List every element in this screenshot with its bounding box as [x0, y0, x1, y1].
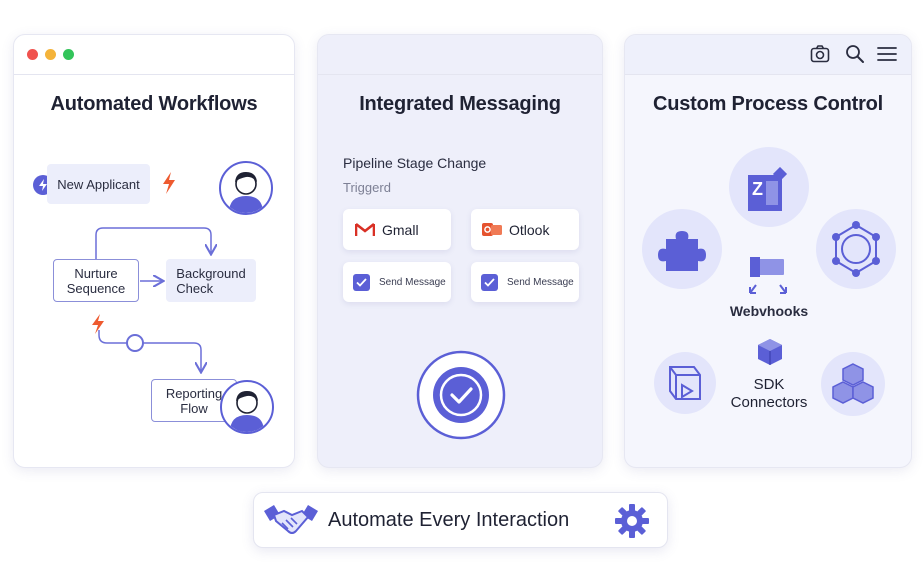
webhooks-label: Webvhooks — [729, 303, 809, 319]
workflows-panel: Automated Workflows New Applicant — [13, 34, 295, 468]
sdk-connectors-label: SDK Connectors — [730, 376, 808, 411]
messaging-panel: Integrated Messaging Pipeline Stage Chan… — [317, 34, 603, 468]
maximize-window-dot[interactable] — [63, 49, 74, 60]
z-letter: Z — [752, 179, 763, 199]
panel-title: Integrated Messaging — [359, 93, 561, 115]
window-titlebar — [625, 35, 911, 75]
menu-icon[interactable] — [877, 45, 897, 68]
trigger-status: Triggerd — [343, 180, 391, 195]
applicant-avatar — [219, 161, 273, 215]
window-titlebar — [318, 35, 602, 75]
outlook-icon — [482, 221, 502, 238]
process-control-panel: Custom Process Control Z — [624, 34, 912, 468]
box-arrow-icon — [664, 361, 706, 410]
network-integration[interactable] — [816, 209, 896, 289]
zapier-integration[interactable]: Z — [729, 147, 809, 227]
new-applicant-node[interactable]: New Applicant — [47, 164, 150, 204]
puzzle-integration[interactable] — [642, 209, 722, 289]
camera-icon[interactable] — [810, 44, 830, 69]
workflow-connectors — [95, 227, 295, 468]
connector-box-integration[interactable] — [654, 352, 716, 414]
nurture-sequence-node[interactable]: Nurture Sequence — [53, 259, 139, 302]
automate-banner[interactable]: Automate Every Interaction — [253, 492, 668, 548]
checkbox-checked-icon — [353, 273, 370, 291]
network-icon — [826, 219, 886, 284]
zap-block-icon — [746, 166, 794, 220]
cubes-icon — [829, 360, 877, 413]
bolt-icon — [161, 171, 177, 200]
window-titlebar — [14, 35, 294, 75]
handshake-icon — [262, 501, 320, 546]
webhook-icon — [746, 253, 792, 304]
bolt-icon — [90, 313, 106, 340]
gear-icon[interactable] — [614, 503, 650, 544]
cubes-integration[interactable] — [821, 352, 885, 416]
gmail-card[interactable]: Gmall — [343, 209, 451, 250]
send-message-gmail-button[interactable]: Send Message — [343, 262, 451, 302]
checkbox-checked-icon — [481, 273, 498, 291]
puzzle-icon — [654, 221, 710, 282]
trigger-title: Pipeline Stage Change — [343, 155, 487, 171]
search-icon[interactable] — [845, 44, 865, 69]
panel-title: Custom Process Control — [652, 93, 884, 115]
reporter-avatar — [220, 380, 274, 434]
minimize-window-dot[interactable] — [45, 49, 56, 60]
sdk-cube-icon — [755, 337, 785, 372]
outlook-card[interactable]: Otlook — [471, 209, 579, 250]
gmail-icon — [355, 222, 375, 237]
close-window-dot[interactable] — [27, 49, 38, 60]
send-message-outlook-button[interactable]: Send Message — [471, 262, 579, 302]
background-check-node[interactable]: Background Check — [166, 259, 256, 302]
success-check-icon — [416, 350, 506, 445]
banner-label: Automate Every Interaction — [328, 509, 570, 531]
panel-title: Automated Workflows — [50, 93, 258, 115]
